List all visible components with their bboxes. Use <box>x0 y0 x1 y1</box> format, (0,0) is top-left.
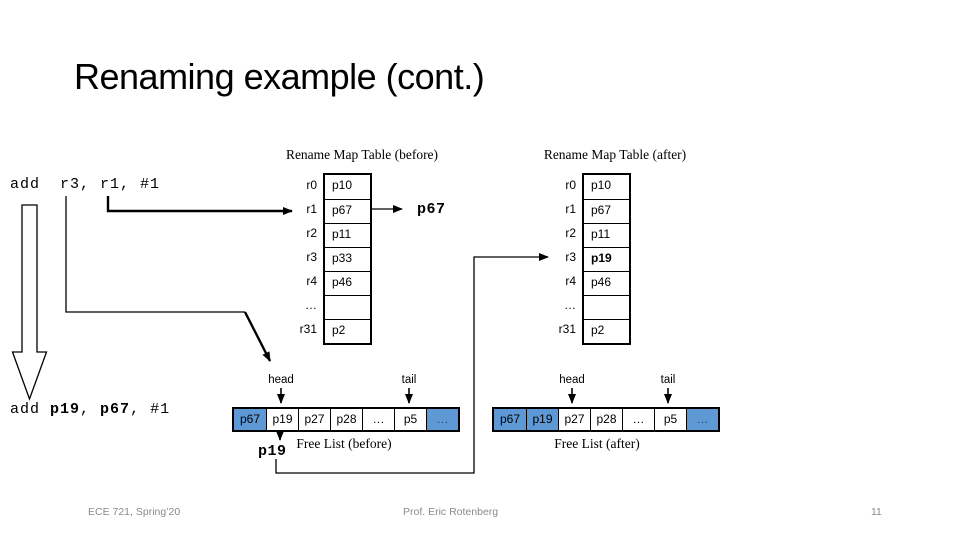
register-label: r0 <box>306 178 317 192</box>
register-label: r31 <box>558 322 576 336</box>
instruction-before: add r3, r1, #1 <box>10 176 161 193</box>
mapping-cell: p46 <box>584 271 629 295</box>
mapping-cell <box>325 295 370 319</box>
free-list-cell: p28 <box>590 409 622 430</box>
free-list-cell: … <box>622 409 654 430</box>
map-table-before-registers: r0 r1 r2 r3 r4 … r31 <box>297 173 323 345</box>
free-list-after-caption: Free List (after) <box>554 436 640 451</box>
free-list-before: p67 p19 p27 p28 … p5 … <box>232 407 460 432</box>
map-table-after: r0 r1 r2 r3 r4 … r31 p10 p67 p11 p19 p46… <box>556 173 631 345</box>
register-label: r3 <box>565 250 576 264</box>
free-list-cell: p27 <box>558 409 590 430</box>
instruction-after-dest: p19 <box>50 401 81 418</box>
tail-label-before: tail <box>401 374 417 386</box>
instruction-after-sep1: , <box>80 401 101 418</box>
mapping-cell: p2 <box>584 319 629 343</box>
footer-course: ECE 721, Spring’20 <box>88 506 181 518</box>
instruction-after-sep2: , #1 <box>130 401 171 418</box>
free-list-cell: p28 <box>330 409 362 430</box>
mapping-cell: p11 <box>325 223 370 247</box>
tail-label-after: tail <box>660 374 676 386</box>
line-dest-r3-elbow <box>65 196 245 313</box>
page-number: 11 <box>871 506 882 518</box>
free-list-cell: p5 <box>394 409 426 430</box>
page-title: Renaming example (cont.) <box>74 56 485 97</box>
mapping-cell: p46 <box>325 271 370 295</box>
footer-author: Prof. Eric Rotenberg <box>403 506 499 518</box>
mapping-cell-new-mapping: p19 <box>584 247 629 271</box>
mapping-cell: p10 <box>325 175 370 199</box>
map-table-after-cells: p10 p67 p11 p19 p46 p2 <box>582 173 631 345</box>
free-list-cell: p19 <box>266 409 298 430</box>
map-table-before: r0 r1 r2 r3 r4 … r31 p10 p67 p11 p33 p46… <box>297 173 372 345</box>
map-table-after-registers: r0 r1 r2 r3 r4 … r31 <box>556 173 582 345</box>
free-list-after: p67 p19 p27 p28 … p5 … <box>492 407 720 432</box>
free-list-before-caption: Free List (before) <box>296 436 392 451</box>
free-list-cell: p5 <box>654 409 686 430</box>
register-label: r4 <box>306 274 317 288</box>
head-label-before: head <box>268 374 294 386</box>
mapping-cell: p67 <box>325 199 370 223</box>
register-label: … <box>305 298 317 312</box>
register-label: r0 <box>565 178 576 192</box>
instruction-after: add p19, p67, #1 <box>10 401 170 418</box>
mapping-cell: p11 <box>584 223 629 247</box>
instruction-after-src: p67 <box>100 401 131 418</box>
register-label: r1 <box>306 202 317 216</box>
register-label: r2 <box>306 226 317 240</box>
arrow-src-r1-to-map-before <box>106 196 293 215</box>
mapping-cell: p10 <box>584 175 629 199</box>
free-list-cell: p19 <box>526 409 558 430</box>
free-list-cell: p67 <box>234 409 266 430</box>
map-table-before-cells: p10 p67 p11 p33 p46 p2 <box>323 173 372 345</box>
free-list-cell: … <box>362 409 394 430</box>
map-table-after-title: Rename Map Table (after) <box>543 147 687 162</box>
register-label: r3 <box>306 250 317 264</box>
register-label: r4 <box>565 274 576 288</box>
register-label: r2 <box>565 226 576 240</box>
mapping-cell: p67 <box>584 199 629 223</box>
popped-reg-annotation: p19 <box>258 443 287 460</box>
instruction-after-op: add <box>10 401 51 418</box>
register-label: … <box>564 298 576 312</box>
mapping-cell: p33 <box>325 247 370 271</box>
register-label: r31 <box>299 322 317 336</box>
free-list-cell: … <box>426 409 458 430</box>
free-list-cell: … <box>686 409 718 430</box>
head-label-after: head <box>559 374 585 386</box>
mapping-cell <box>584 295 629 319</box>
mapping-cell: p2 <box>325 319 370 343</box>
free-list-cell: p67 <box>494 409 526 430</box>
arrow-dest-r3-to-freelist-head <box>243 311 272 362</box>
free-list-cell: p27 <box>298 409 330 430</box>
register-label: r1 <box>565 202 576 216</box>
src-mapping-annotation: p67 <box>417 201 446 218</box>
block-arrow-down <box>11 204 48 401</box>
map-table-before-title: Rename Map Table (before) <box>285 147 439 162</box>
